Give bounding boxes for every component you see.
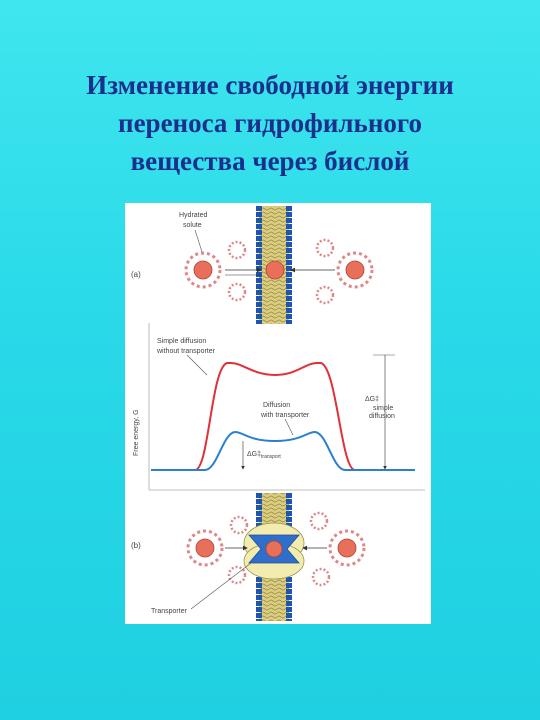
dg-simple-sub-1: simple <box>373 405 393 412</box>
hydrated-solute-left <box>184 251 222 289</box>
panel-b-tag: (b) <box>131 541 141 550</box>
transporter-protein <box>243 522 305 580</box>
figure-svg: (a) Hydrated solute <box>131 206 425 621</box>
transport-label-1: Diffusion <box>263 402 290 409</box>
panel-a: (a) Hydrated solute <box>131 206 374 324</box>
transport-pointer <box>284 418 294 436</box>
hydrated-pointer <box>194 229 204 256</box>
transporter-diffusion-curve <box>151 430 415 471</box>
dg-transport-label: ΔG‡transport <box>247 451 281 460</box>
transporter-label: Transporter <box>151 608 188 615</box>
hydrated-label-1: Hydrated <box>179 212 208 219</box>
panel-a-tag: (a) <box>131 270 141 279</box>
dg-simple-main: ΔG‡ <box>365 396 379 403</box>
title-line-2: переноса гидрофильного <box>118 108 422 138</box>
bound-solute <box>265 540 283 558</box>
y-axis-label: Free energy, G <box>133 409 140 456</box>
hydrated-label-2: solute <box>183 222 202 229</box>
free-energy-graph: Free energy, G Simple diffusion without … <box>133 323 425 491</box>
solute-in-membrane <box>265 260 285 280</box>
title-line-3: вещества через бислой <box>130 146 410 176</box>
transport-label-2: with transporter <box>260 412 310 419</box>
bilayer-a <box>256 206 292 324</box>
hydrated-solute-middle <box>227 240 247 302</box>
hydrated-solute-b-right <box>309 511 366 587</box>
hydrated-solute-b-left <box>186 515 249 585</box>
simple-diffusion-curve <box>151 362 415 471</box>
panel-b: (b) <box>131 493 366 621</box>
title-line-1: Изменение свободной энергии <box>86 70 454 100</box>
hydrated-solute-right <box>315 238 374 305</box>
free-energy-figure: (a) Hydrated solute <box>125 203 431 624</box>
transporter-pointer <box>190 562 252 610</box>
simple-label-2: without transporter <box>156 348 216 355</box>
dg-simple-sub-2: diffusion <box>369 413 395 420</box>
simple-pointer <box>186 354 208 376</box>
slide-title: Изменение свободной энергии переноса гид… <box>0 66 540 180</box>
simple-label-1: Simple diffusion <box>157 338 206 345</box>
